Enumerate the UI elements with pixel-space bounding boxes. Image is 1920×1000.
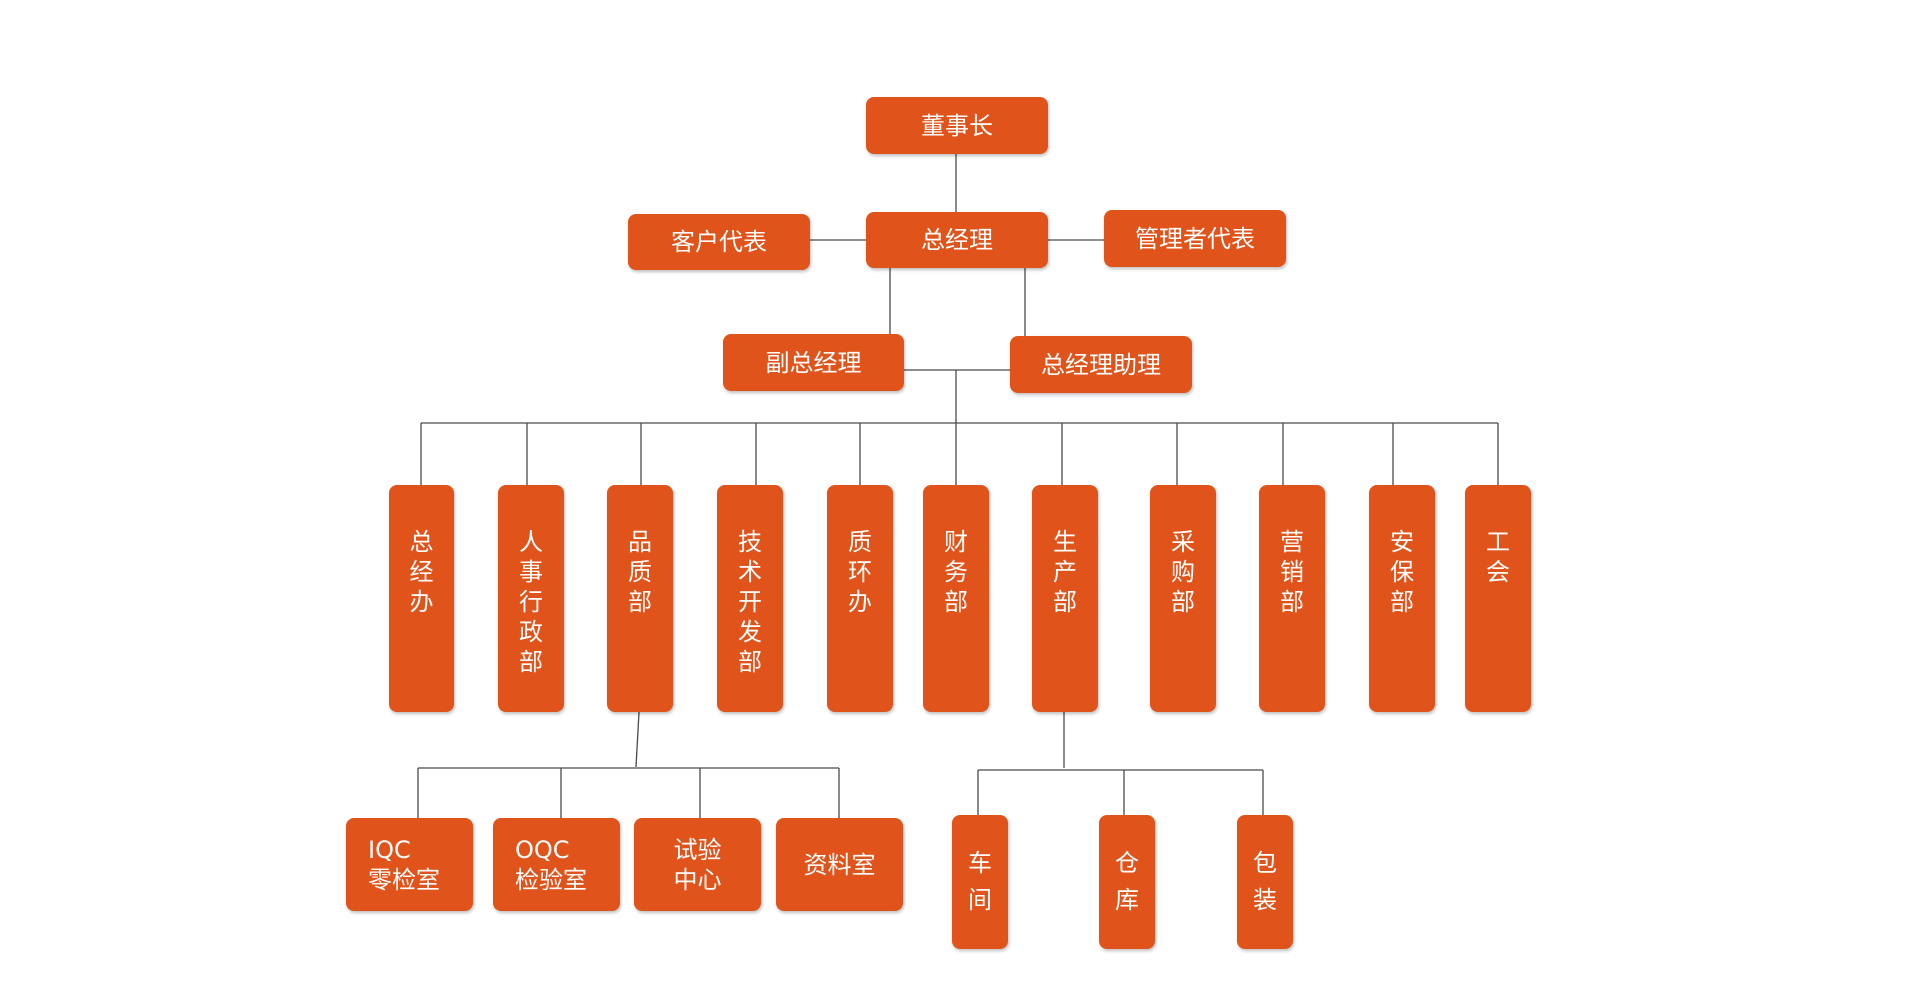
sub-archive-room: 资料室 (776, 818, 903, 911)
node-management-representative: 管理者代表 (1104, 210, 1286, 267)
dept-hr-admin: 人 事 行 政 部 (498, 485, 564, 712)
node-chairman: 董事长 (866, 97, 1048, 154)
dept-union: 工 会 (1465, 485, 1531, 712)
node-vice-general-manager: 副总经理 (723, 334, 904, 391)
dept-sales: 营 销 部 (1259, 485, 1325, 712)
connector (635, 711, 640, 768)
node-customer-representative: 客户代表 (628, 214, 810, 270)
dept-security: 安 保 部 (1369, 485, 1435, 712)
dept-finance: 财 务 部 (923, 485, 989, 712)
sub-packaging: 包 装 (1237, 815, 1293, 949)
dept-quality-environment-office: 质 环 办 (827, 485, 893, 712)
dept-production: 生 产 部 (1032, 485, 1098, 712)
node-general-manager: 总经理 (866, 212, 1048, 268)
sub-workshop: 车 间 (952, 815, 1008, 949)
sub-iqc-inspection-room: IQC 零检室 (346, 818, 473, 911)
dept-purchasing: 采 购 部 (1150, 485, 1216, 712)
sub-test-center: 试验 中心 (634, 818, 761, 911)
node-gm-assistant: 总经理助理 (1010, 336, 1192, 393)
dept-gm-office: 总 经 办 (389, 485, 454, 712)
sub-oqc-inspection-room: OQC 检验室 (493, 818, 620, 911)
dept-quality: 品 质 部 (607, 485, 673, 712)
sub-warehouse: 仓 库 (1099, 815, 1155, 949)
dept-tech-dev: 技 术 开 发 部 (717, 485, 783, 712)
